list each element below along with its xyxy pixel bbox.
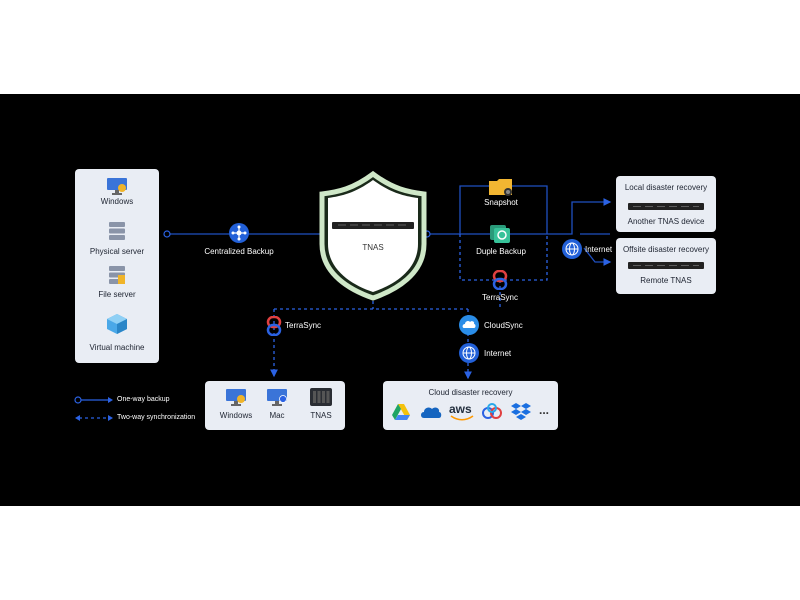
file-server-icon bbox=[109, 266, 125, 284]
source-virtual-machine-label: Virtual machine bbox=[89, 343, 145, 352]
globe-icon bbox=[562, 239, 582, 259]
onedrive-icon bbox=[421, 407, 442, 418]
terrasync-left-label: TerraSync bbox=[285, 321, 322, 330]
aws-text: aws bbox=[449, 402, 472, 416]
nas-rack-icon bbox=[628, 262, 704, 269]
terrasync-icon bbox=[492, 270, 508, 290]
sources-card: Windows Physical server File server Virt… bbox=[75, 169, 159, 363]
local-dr-title: Local disaster recovery bbox=[624, 183, 708, 192]
windows-monitor-icon bbox=[226, 389, 246, 406]
tnas-label: TNAS bbox=[362, 243, 384, 252]
duple-backup-label: Duple Backup bbox=[476, 247, 526, 256]
snapshot-label: Snapshot bbox=[484, 198, 518, 207]
mac-monitor-icon bbox=[267, 389, 287, 406]
terrasync-icon bbox=[266, 316, 282, 336]
cloudsync-label: CloudSync bbox=[484, 321, 523, 330]
dropbox-icon bbox=[511, 403, 531, 420]
offsite-dr-title: Offsite disaster recovery bbox=[622, 245, 710, 254]
sync-target-tnas-label: TNAS bbox=[310, 411, 332, 420]
more-providers: ... bbox=[539, 403, 550, 417]
cloud-icon bbox=[459, 315, 479, 335]
offsite-dr-device: Remote TNAS bbox=[640, 276, 692, 285]
folder-snapshot-icon bbox=[489, 179, 512, 196]
virtual-machine-cube-icon bbox=[107, 314, 127, 334]
one-way-legend-icon bbox=[74, 396, 113, 404]
sync-target-windows-label: Windows bbox=[219, 411, 253, 420]
physical-server-icon bbox=[109, 222, 125, 240]
legend-two-way: Two-way synchronization bbox=[117, 414, 196, 421]
tnas-shield bbox=[319, 170, 427, 301]
sync-targets-card: Windows Mac TNAS bbox=[205, 381, 345, 430]
nas-rack-icon bbox=[628, 203, 704, 210]
centralized-backup-label: Centralized Backup bbox=[204, 247, 274, 256]
globe-icon bbox=[459, 343, 479, 363]
source-physical-server-label: Physical server bbox=[89, 247, 145, 256]
cloud-dr-title: Cloud disaster recovery bbox=[428, 388, 513, 397]
duple-backup-icon bbox=[490, 225, 510, 243]
local-dr-card: Local disaster recovery Another TNAS dev… bbox=[616, 176, 716, 232]
source-file-server-label: File server bbox=[98, 290, 136, 299]
baidu-icon bbox=[482, 403, 502, 419]
windows-monitor-icon bbox=[107, 178, 127, 195]
tnas-device-icon bbox=[310, 388, 332, 406]
aws-icon: aws bbox=[449, 402, 475, 422]
legend-one-way: One-way backup bbox=[117, 396, 170, 403]
terrasync-right-label: TerraSync bbox=[481, 293, 519, 302]
sync-target-mac-label: Mac bbox=[269, 411, 285, 420]
local-dr-device: Another TNAS device bbox=[627, 217, 705, 226]
internet-right-label: Internet bbox=[585, 245, 613, 254]
two-way-legend-icon bbox=[75, 415, 113, 421]
source-windows-label: Windows bbox=[100, 197, 134, 206]
cloud-dr-card: Cloud disaster recovery aws ... bbox=[383, 381, 558, 430]
offsite-dr-card: Offsite disaster recovery Remote TNAS bbox=[616, 238, 716, 294]
internet-bottom-label: Internet bbox=[484, 349, 512, 358]
google-drive-icon bbox=[392, 404, 410, 420]
hub-icon bbox=[229, 223, 249, 243]
